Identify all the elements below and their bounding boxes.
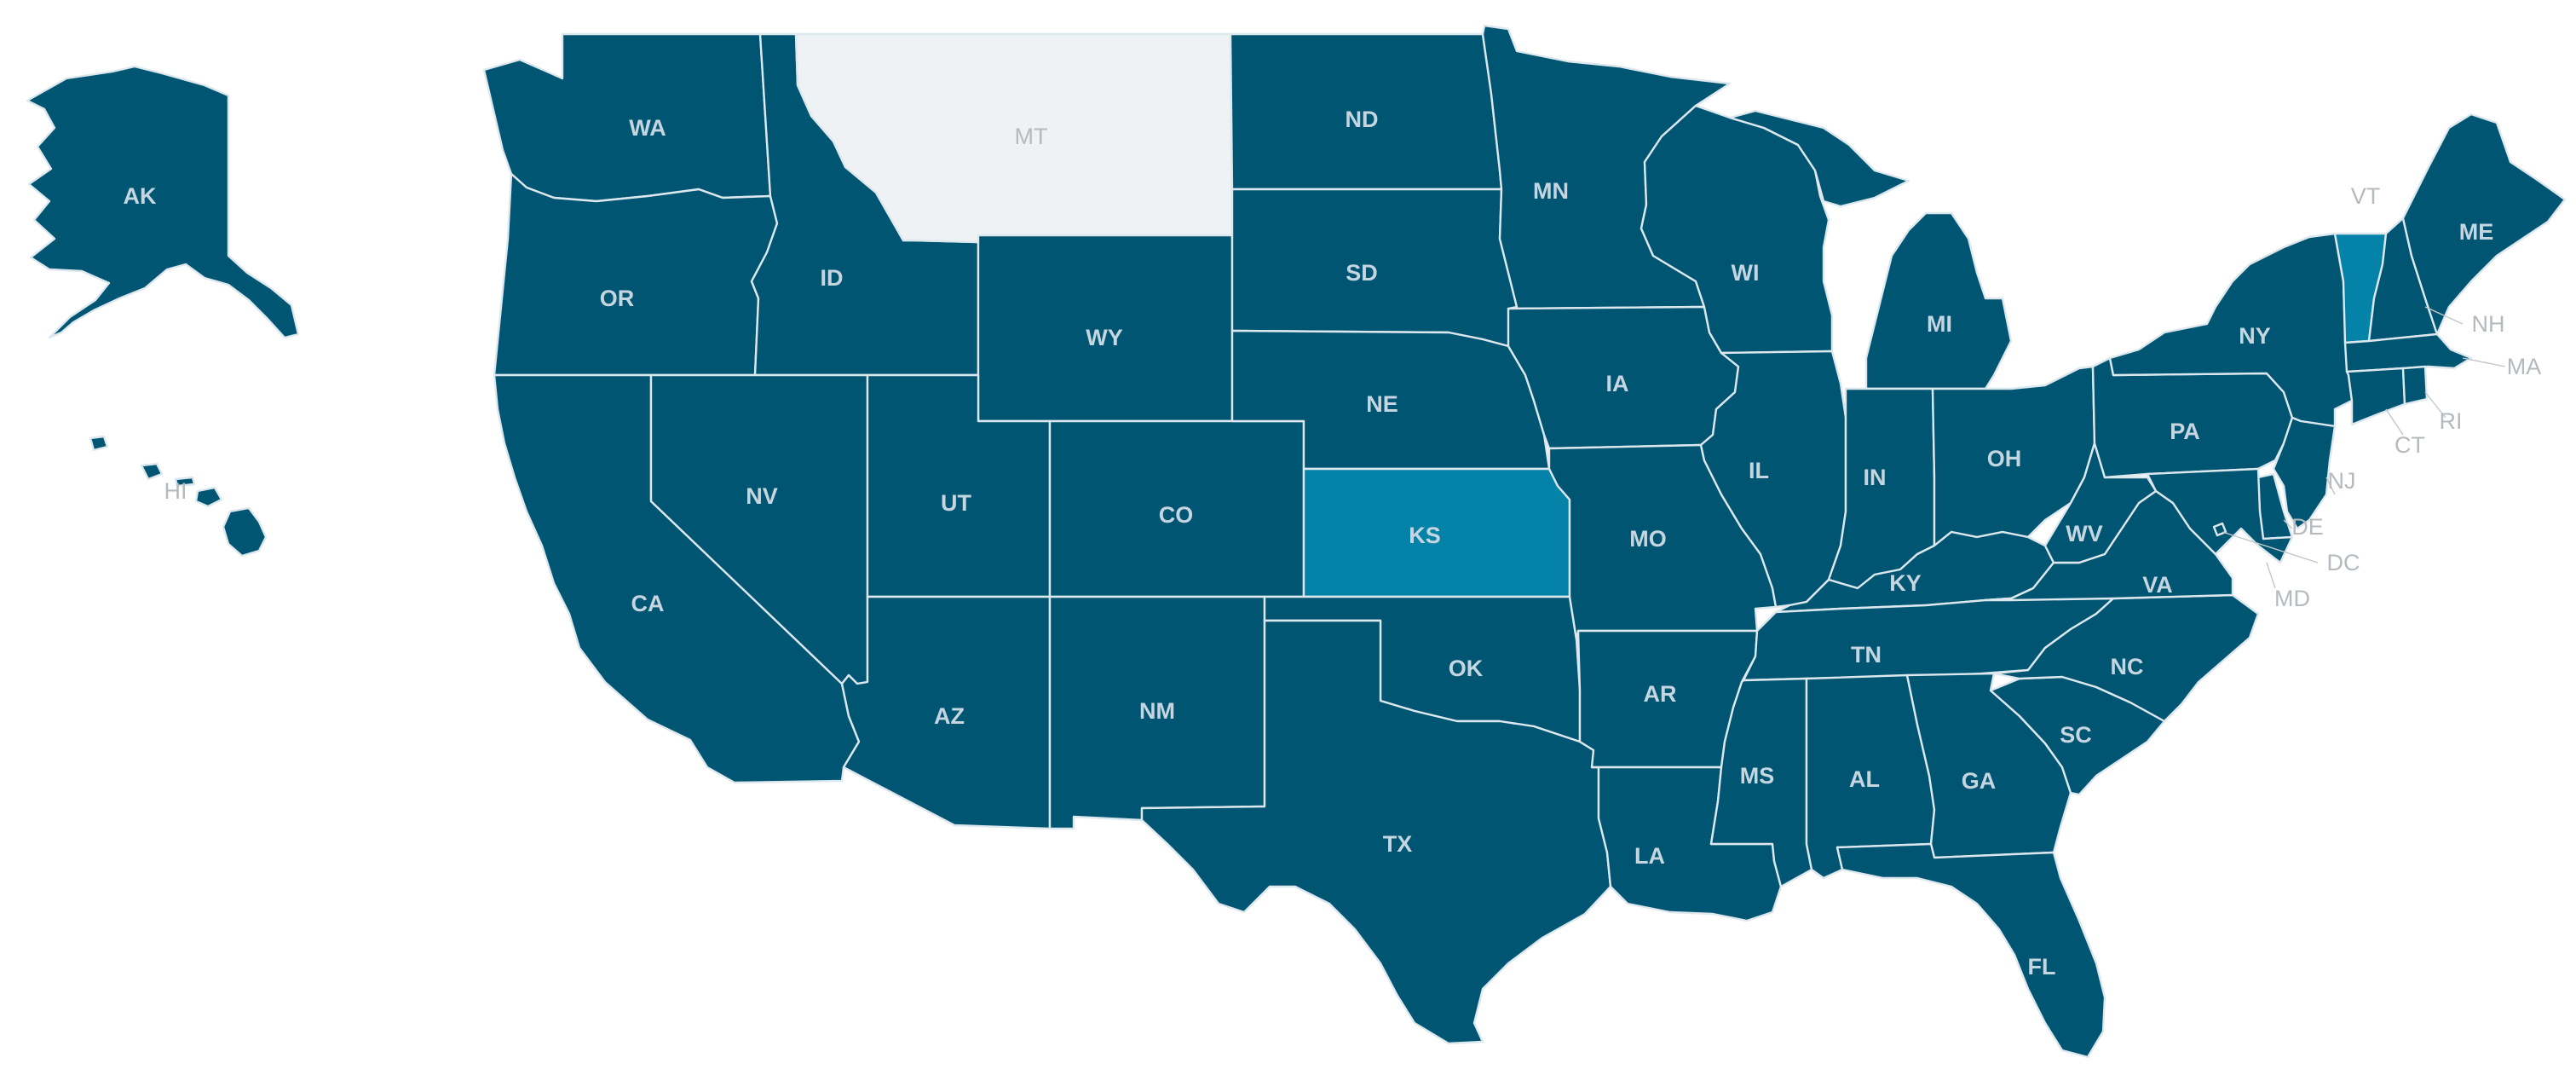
state-DC[interactable] [2212, 522, 2227, 537]
state-HI-big-island[interactable] [222, 506, 268, 558]
label-MA: MA [2507, 354, 2542, 379]
label-DC: DC [2327, 550, 2360, 575]
leader-NJ [2325, 477, 2336, 495]
state-HI[interactable] [89, 435, 268, 558]
leader-DC [2222, 531, 2319, 564]
leader-RI [2424, 391, 2446, 419]
state-ME[interactable] [2401, 113, 2567, 336]
state-TX[interactable] [1140, 619, 1612, 1045]
state-WY[interactable] [977, 234, 1234, 423]
state-AK[interactable] [26, 65, 300, 339]
leader-lines [2222, 306, 2506, 589]
label-MD: MD [2274, 586, 2310, 611]
state-HI-molokai[interactable] [174, 476, 196, 488]
label-CT: CT [2394, 432, 2425, 458]
state-WA[interactable] [482, 32, 772, 203]
label-NH: NH [2472, 311, 2505, 337]
leader-NH [2424, 306, 2464, 325]
state-CT[interactable] [2345, 367, 2406, 426]
state-FL[interactable] [1835, 842, 2106, 1059]
leader-DE [2283, 519, 2293, 529]
state-ND[interactable] [1229, 32, 1503, 191]
state-NM[interactable] [1048, 595, 1266, 830]
state-KS[interactable] [1302, 467, 1571, 598]
state-MD[interactable] [2146, 467, 2294, 564]
state-NJ[interactable] [2272, 416, 2337, 530]
label-RI: RI [2440, 408, 2463, 434]
state-IA[interactable] [1507, 305, 1740, 450]
state-RI[interactable] [2401, 365, 2429, 406]
state-AZ[interactable] [840, 595, 1052, 830]
leader-CT [2385, 408, 2404, 436]
state-HI-maui[interactable] [194, 486, 223, 508]
state-NC[interactable] [1992, 593, 2260, 723]
state-WI[interactable] [1640, 104, 1834, 355]
state-HI-kauai[interactable] [89, 435, 109, 452]
label-VT: VT [2351, 183, 2381, 209]
state-MI[interactable] [1864, 211, 2013, 390]
state-SD[interactable] [1230, 188, 1519, 348]
leader-MA [2462, 357, 2506, 367]
state-HI-oahu[interactable] [140, 462, 164, 481]
state-OR[interactable] [493, 172, 779, 377]
state-CO[interactable] [1048, 419, 1305, 598]
leader-MD [2266, 562, 2276, 589]
state-MI-upper[interactable] [1728, 109, 1910, 208]
label-NJ: NJ [2328, 468, 2356, 494]
